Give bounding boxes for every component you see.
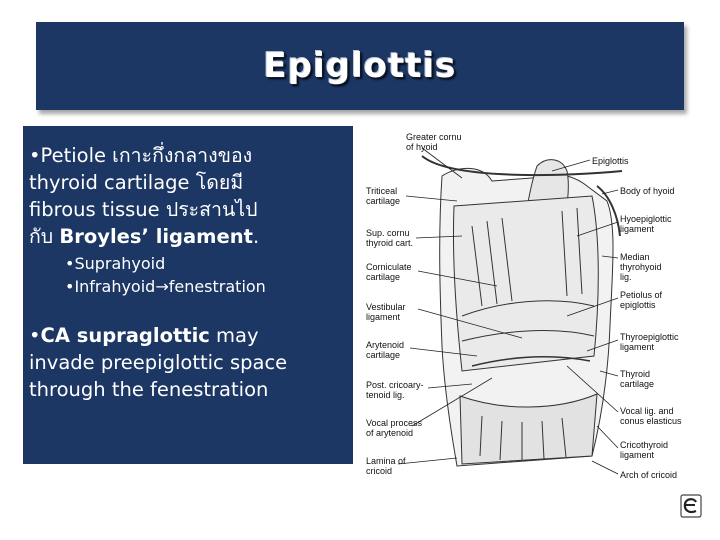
larynx-drawing [397,147,623,475]
broyles-ligament-term: Broyles’ ligament [59,225,253,248]
period: . [252,225,260,248]
label-thyroepiglottic-ligament: Thyroepiglottic ligament [620,332,679,352]
slide-title: Epiglottis [263,46,457,86]
larynx-anatomy-figure: Greater cornu of hyoid Triticeal cartila… [362,126,686,486]
bullet-1-line-3: fibrous tissue ประสานไป [29,198,258,221]
bullet-1-prefix: กับ [29,225,60,248]
bullet-2-line-2: invade preepiglottic space [29,351,288,374]
sub-bullet-mark: • [65,254,75,273]
sub-bullet-mark: • [65,277,75,296]
text-panel: •Petiole เกาะกึ่งกลางของ thyroid cartila… [23,126,353,464]
label-triticeal-cartilage: Triticeal cartilage [366,186,401,206]
label-greater-cornu: Greater cornu of hyoid [406,132,462,152]
label-lamina-of-cricoid: Lamina of cricoid [366,456,406,476]
label-hyoepiglottic-ligament: Hyoepiglottic ligament [620,214,672,234]
sub-item-text: Suprahyoid [74,254,166,273]
bullet-1-line-2: thyroid cartilage โดยมี [29,171,244,194]
label-cricothyroid-ligament: Cricothyroid ligament [620,440,669,460]
bullet-2-text: may [209,324,259,347]
bullet-1-line-1: •Petiole เกาะกึ่งกลางของ [29,142,347,169]
sub-item-suprahyoid: •Suprahyoid [65,252,347,275]
label-vocal-process: Vocal process of arytenoid [366,418,423,438]
bullet-2-line-3: through the fenestration [29,378,269,401]
bullet-2-line-1: •CA supraglottic may [29,322,347,349]
label-arch-of-cricoid: Arch of cricoid [620,470,678,480]
label-arytenoid-cartilage: Arytenoid cartilage [366,340,405,360]
label-median-thyrohyoid: Median thyrohyoid lig. [620,252,662,282]
sub-item-text: Infrahyoid [74,277,156,296]
bullet-mark: • [29,144,41,167]
title-banner: Epiglottis [36,22,684,110]
label-thyroid-cartilage: Thyroid cartilage [620,369,655,389]
bullet-1-line-4: กับ Broyles’ ligament. [29,223,347,250]
publisher-e-logo-icon [680,494,702,518]
label-vocal-ligament: Vocal lig. and conus elasticus [620,406,682,426]
ca-supraglottic-term: CA supraglottic [40,324,210,347]
label-sup-cornu: Sup. cornu thyroid cart. [366,228,414,248]
sub-item-text: fenestration [168,277,266,296]
label-corniculate-cartilage: Corniculate cartilage [366,262,412,282]
label-body-of-hyoid: Body of hyoid [620,186,675,196]
bullet-1-text: Petiole เกาะกึ่งกลางของ [40,144,253,167]
right-arrow-icon: → [155,277,169,296]
sub-item-infrahyoid: •Infrahyoid→fenestration [65,275,347,298]
label-epiglottis: Epiglottis [592,156,629,166]
label-post-cricoarytenoid: Post. cricoary- tenoid lig. [366,380,424,400]
label-vestibular-ligament: Vestibular ligament [366,302,406,322]
bullet-mark: • [29,324,41,347]
label-petiolus-of-epiglottis: Petiolus of epiglottis [620,290,663,310]
